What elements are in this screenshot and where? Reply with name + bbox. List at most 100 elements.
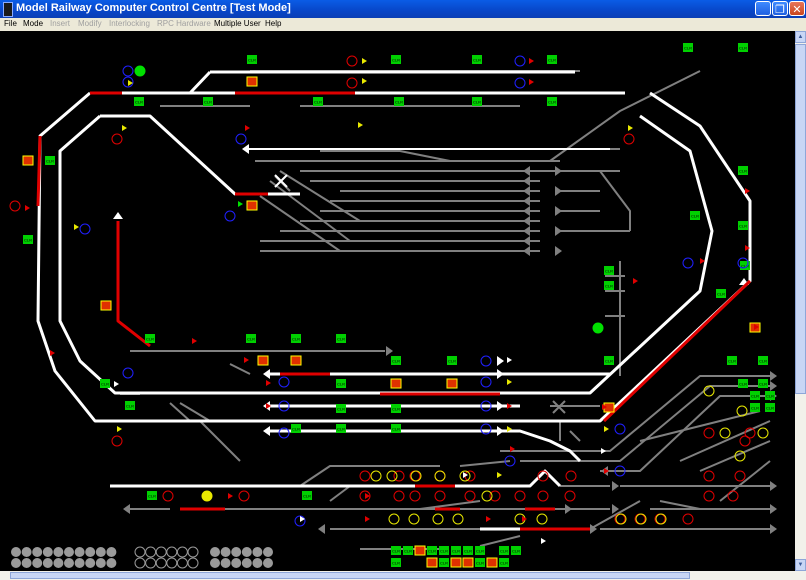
block-indicator-cell[interactable] — [203, 97, 213, 106]
block-indicator[interactable] — [100, 300, 112, 311]
signal-icon[interactable] — [615, 513, 627, 525]
block-indicator-label[interactable]: CLR — [739, 224, 747, 229]
signal-lamp-icon[interactable] — [358, 122, 363, 128]
block-indicator-cell[interactable] — [450, 557, 462, 568]
block-indicator-cell[interactable] — [391, 55, 401, 64]
signal-lamp-icon[interactable] — [486, 516, 491, 522]
block-indicator-cell[interactable] — [765, 403, 775, 412]
signal-icon[interactable] — [238, 490, 250, 502]
signal-icon[interactable] — [346, 55, 358, 67]
block-indicator-cell[interactable] — [45, 156, 55, 165]
block-indicator-cell[interactable] — [738, 166, 748, 175]
block-indicator-label[interactable]: CLR — [751, 406, 759, 411]
block-indicator-cell[interactable] — [302, 491, 312, 500]
signal-icon[interactable] — [737, 257, 749, 269]
signal-lamp-icon[interactable] — [365, 516, 370, 522]
block-indicator[interactable]: CLR — [472, 55, 482, 64]
block-indicator-label[interactable]: CLR — [476, 549, 484, 554]
block-indicator-cell[interactable] — [336, 379, 346, 388]
block-indicator[interactable] — [450, 557, 462, 568]
block-indicator[interactable]: CLR — [391, 55, 401, 64]
signal-lamp-icon[interactable] — [114, 381, 119, 387]
menu-interlocking[interactable]: Interlocking — [109, 19, 150, 28]
block-indicator-cell[interactable] — [313, 97, 323, 106]
signal-icon[interactable] — [736, 405, 748, 417]
block-indicator-label[interactable]: CLR — [440, 549, 448, 554]
signal-icon[interactable] — [635, 513, 647, 525]
signal-icon[interactable] — [614, 423, 626, 435]
block-indicator[interactable]: CLR — [511, 546, 521, 555]
block-indicator[interactable]: CLR — [451, 546, 461, 555]
block-indicator-label[interactable]: CLR — [473, 100, 481, 105]
block-indicator[interactable]: CLR — [100, 379, 110, 388]
block-indicator[interactable]: CLR — [499, 546, 509, 555]
block-indicator-cell[interactable] — [145, 334, 155, 343]
signal-lamp-icon[interactable] — [745, 245, 750, 251]
block-indicator-label[interactable]: CLR — [741, 264, 749, 269]
block-indicator[interactable]: CLR — [439, 546, 449, 555]
signal-icon[interactable] — [565, 470, 577, 482]
signal-icon[interactable] — [481, 490, 493, 502]
block-indicator-label[interactable]: CLR — [751, 394, 759, 399]
block-indicator[interactable]: CLR — [758, 379, 768, 388]
block-indicator-cell[interactable] — [439, 558, 449, 567]
block-indicator-cell[interactable] — [462, 557, 474, 568]
block-indicator[interactable]: CLR — [23, 235, 33, 244]
block-indicator-label[interactable]: CLR — [101, 382, 109, 387]
block-indicator[interactable]: CLR — [604, 266, 614, 275]
signal-icon[interactable] — [408, 513, 420, 525]
block-indicator-cell[interactable] — [394, 97, 404, 106]
block-indicator-label[interactable]: CLR — [392, 549, 400, 554]
block-indicator[interactable]: CLR — [727, 356, 737, 365]
block-indicator-label[interactable]: CLR — [605, 284, 613, 289]
signal-icon[interactable] — [623, 133, 635, 145]
menu-mode[interactable]: Mode — [23, 19, 44, 28]
signal-icon[interactable] — [719, 427, 731, 439]
signal-icon[interactable] — [388, 513, 400, 525]
block-indicator-cell[interactable] — [472, 55, 482, 64]
signal-icon[interactable] — [432, 513, 444, 525]
block-indicator-cell[interactable] — [750, 391, 760, 400]
block-indicator-cell[interactable] — [290, 355, 302, 366]
signal-icon[interactable] — [79, 223, 91, 235]
signal-icon[interactable] — [393, 490, 405, 502]
block-indicator-label[interactable]: CLR — [292, 337, 300, 342]
block-indicator-label[interactable]: CLR — [766, 406, 774, 411]
signal-icon[interactable] — [122, 76, 134, 88]
signal-icon[interactable] — [537, 490, 549, 502]
block-indicator[interactable]: CLR — [313, 97, 323, 106]
block-indicator-cell[interactable] — [391, 424, 401, 433]
signal-lamp-icon[interactable] — [362, 78, 367, 84]
signal-icon[interactable] — [464, 490, 476, 502]
signal-lamp-icon[interactable] — [507, 426, 512, 432]
block-indicator-cell[interactable] — [426, 557, 438, 568]
signal-icon[interactable] — [278, 427, 290, 439]
block-indicator[interactable]: CLR — [391, 558, 401, 567]
block-indicator[interactable]: CLR — [604, 281, 614, 290]
block-indicator-cell[interactable] — [604, 281, 614, 290]
block-indicator-cell[interactable] — [391, 356, 401, 365]
signal-icon[interactable] — [122, 65, 134, 77]
block-indicator-cell[interactable] — [683, 43, 693, 52]
block-indicator-cell[interactable] — [23, 235, 33, 244]
block-indicator-label[interactable]: CLR — [314, 100, 322, 105]
block-indicator[interactable]: CLR — [547, 97, 557, 106]
block-indicator-cell[interactable] — [451, 546, 461, 555]
block-indicator-label[interactable]: CLR — [392, 427, 400, 432]
signal-lamp-icon[interactable] — [192, 338, 197, 344]
block-indicator[interactable]: CLR — [740, 261, 750, 270]
block-indicator-cell[interactable] — [758, 379, 768, 388]
signal-lamp-icon[interactable] — [628, 125, 633, 131]
signal-lamp-icon[interactable] — [510, 446, 515, 452]
signal-icon[interactable] — [459, 470, 471, 482]
block-indicator[interactable]: CLR — [427, 546, 437, 555]
signal-icon[interactable] — [703, 385, 715, 397]
signal-lamp-icon[interactable] — [74, 224, 79, 230]
block-indicator-label[interactable]: CLR — [204, 100, 212, 105]
signal-lamp-icon[interactable] — [362, 58, 367, 64]
block-indicator-cell[interactable] — [475, 558, 485, 567]
block-indicator-cell[interactable] — [486, 557, 498, 568]
block-indicator-cell[interactable] — [439, 546, 449, 555]
block-indicator-label[interactable]: CLR — [605, 269, 613, 274]
block-indicator-label[interactable]: CLR — [717, 292, 725, 297]
